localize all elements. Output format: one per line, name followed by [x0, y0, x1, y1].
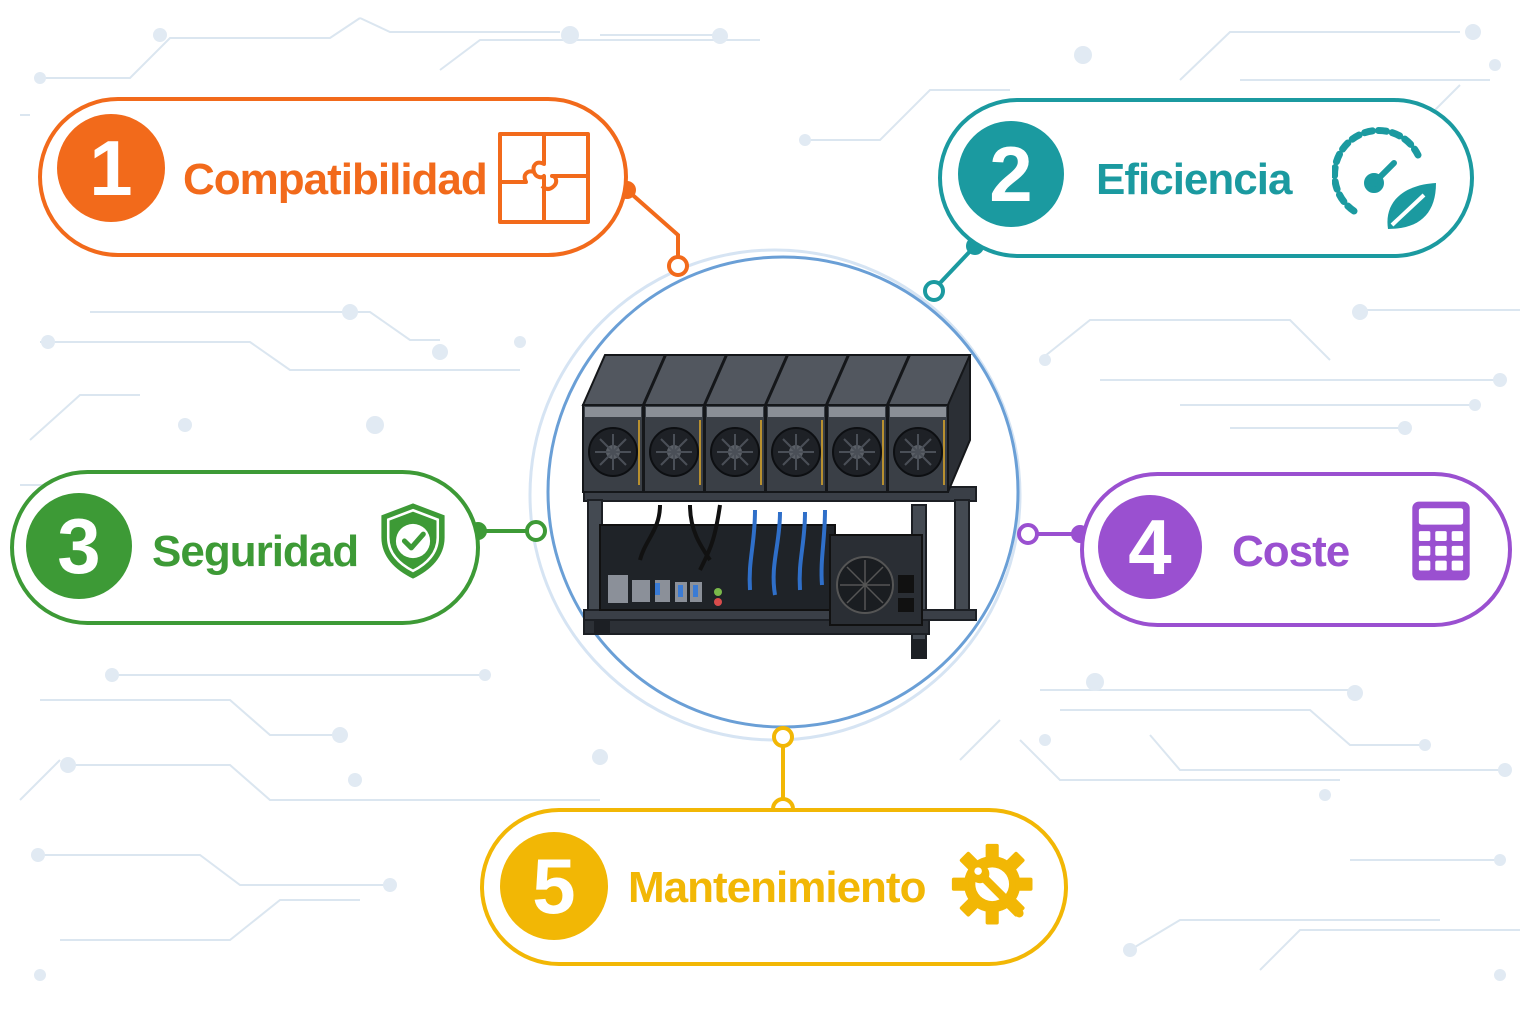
factor-label-2: Eficiencia [1096, 155, 1292, 204]
factor-number-2: 2 [958, 121, 1064, 227]
puzzle-icon [496, 130, 592, 226]
factor-number-5: 5 [500, 832, 608, 940]
factor-label-4: Coste [1232, 527, 1350, 576]
factor-label-5: Mantenimiento [628, 863, 926, 912]
gear-wrench-icon [950, 842, 1040, 932]
factor-number-4: 4 [1098, 495, 1202, 599]
gpu-group [581, 354, 972, 493]
factor-number-3: 3 [26, 493, 132, 599]
connector-1 [618, 181, 689, 277]
gpu-card [886, 354, 972, 493]
factor-label-1: Compatibilidad [183, 155, 488, 204]
calculator-icon [1400, 500, 1482, 582]
factor-label-3: Seguridad [152, 527, 359, 576]
factor-number-1: 1 [57, 114, 165, 222]
speed-leaf-icon [1331, 125, 1440, 233]
shield-check-icon [372, 500, 454, 582]
gpu-card [703, 354, 789, 493]
